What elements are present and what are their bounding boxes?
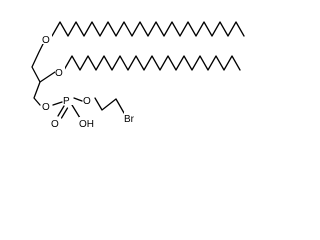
p-o-double-bond-a <box>57 105 65 117</box>
glycerol-backbone <box>31 39 46 106</box>
bromoethyl-chain <box>94 97 125 114</box>
upper-alkyl-chain <box>51 21 245 37</box>
bromine-label: Br <box>124 114 135 125</box>
middle-ether-oxygen-label: O <box>55 68 63 79</box>
middle-alkyl-chain <box>63 55 241 71</box>
phosphorus-label: P <box>63 96 70 107</box>
phosphate-ester-oxygen-label: O <box>83 96 91 107</box>
phosphoryl-oxygen-label: O <box>51 119 59 130</box>
backbone-to-middle-oxygen-bond <box>39 71 56 83</box>
phospholipid-structure-diagram: O O O P O O OH Br <box>31 21 245 130</box>
o-p-bond <box>52 101 63 106</box>
p-oh-bond <box>71 104 81 119</box>
lower-ester-oxygen-label: O <box>42 102 50 113</box>
p-o-bond <box>73 97 83 102</box>
upper-ether-oxygen-label: O <box>42 35 50 46</box>
hydroxyl-label: OH <box>79 119 94 130</box>
p-o-double-bond-b <box>60 107 69 119</box>
